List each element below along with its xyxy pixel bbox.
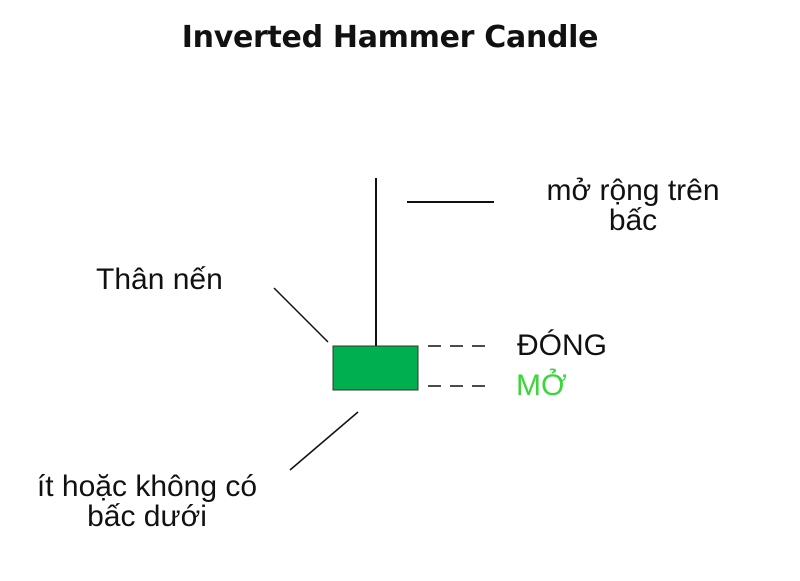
lower-wick-label: ít hoặc không có bấc dưới [12,472,282,532]
upper-wick-label-line2: bấc [608,204,658,237]
upper-wick-label: mở rộng trên bấc [528,176,738,236]
lower-wick-label-line1: ít hoặc không có [36,470,258,503]
upper-wick-label-line1: mở rộng trên [546,174,720,207]
candle-body [332,345,419,391]
open-label: MỞ [516,369,567,402]
body-pointer [273,287,329,343]
close-label: ĐÓNG [517,329,607,362]
lower-wick-pointer [289,411,359,471]
candle-body-label: Thân nến [96,263,223,296]
diagram-title: Inverted Hammer Candle [181,20,599,55]
lower-wick-label-line2: bấc dưới [87,500,207,533]
